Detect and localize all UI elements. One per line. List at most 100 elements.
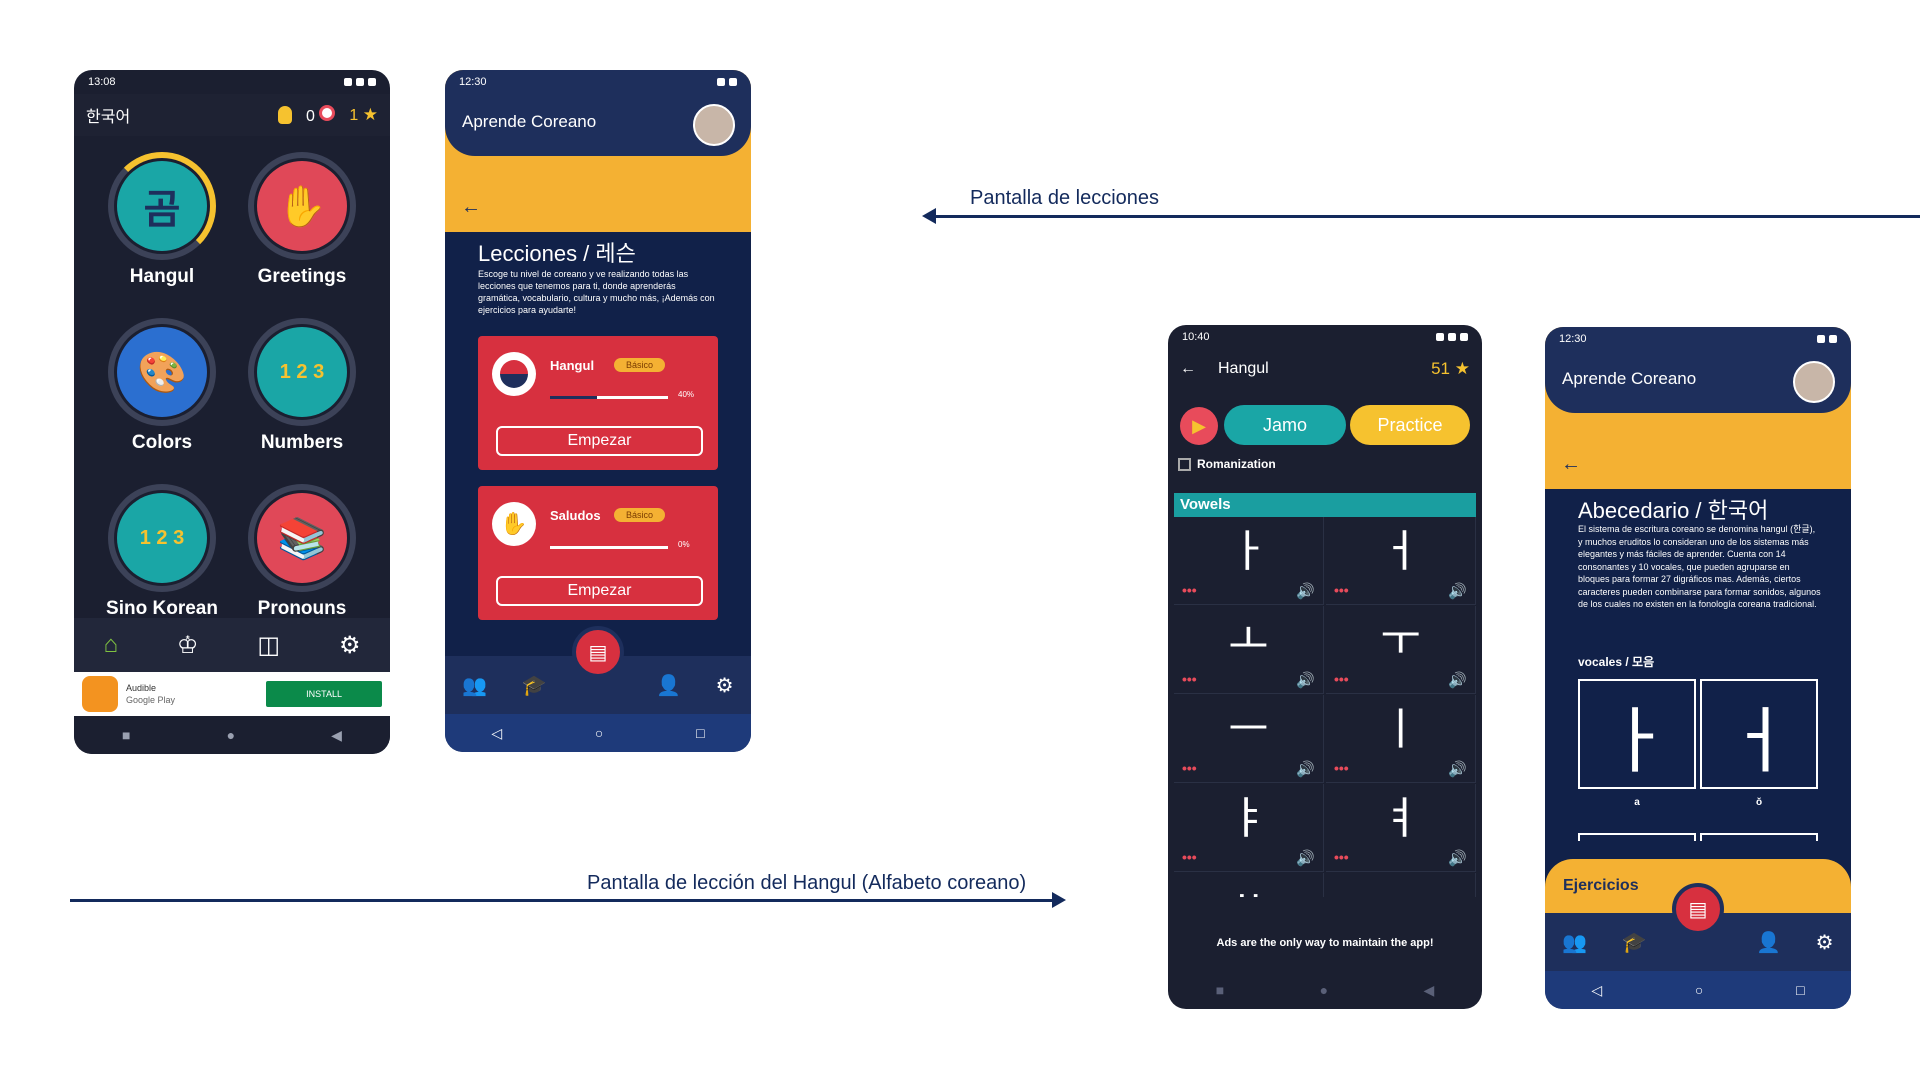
status-time: 12:30 xyxy=(459,76,487,88)
back-arrow-icon[interactable]: ← xyxy=(461,196,481,218)
speaker-icon[interactable]: 🔊 xyxy=(1448,850,1467,867)
checkbox[interactable] xyxy=(1178,457,1191,471)
lesson-name: Hangul xyxy=(550,358,595,373)
recents-icon[interactable]: □ xyxy=(1796,982,1805,998)
recents-icon[interactable]: ■ xyxy=(1215,982,1225,998)
more-icon[interactable]: ••• xyxy=(1334,582,1349,598)
start-button[interactable]: Empezar xyxy=(496,426,703,456)
profile-icon[interactable]: 👤 xyxy=(656,674,682,697)
vowel-cell[interactable]: ㅑ•••🔊 xyxy=(1174,784,1324,872)
level-badge: Básico xyxy=(614,508,666,522)
recents-icon[interactable]: ■ xyxy=(122,727,131,743)
more-icon[interactable]: ••• xyxy=(1334,849,1349,865)
vowel-cell[interactable]: ㅡ•••🔊 xyxy=(1174,695,1324,783)
romanization-toggle[interactable]: Romanization xyxy=(1178,457,1276,471)
category-label: Sino Korean xyxy=(106,598,218,618)
speaker-icon[interactable]: 🔊 xyxy=(1296,761,1315,778)
category-greetings[interactable]: ✋ Greetings xyxy=(232,152,372,288)
hangul-icon: 곰 xyxy=(117,161,207,251)
vowel-cell[interactable]: ㅗ ••• 🔊 xyxy=(1174,606,1324,694)
vowel-card-eo[interactable]: ㅓ xyxy=(1700,679,1818,789)
community-icon[interactable]: 👥 xyxy=(462,674,488,697)
install-button[interactable]: INSTALL xyxy=(266,681,382,707)
lightbulb-icon[interactable] xyxy=(278,106,293,124)
avatar[interactable] xyxy=(1793,361,1835,403)
category-colors[interactable]: 🎨 Colors xyxy=(92,318,232,454)
speaker-icon[interactable]: 🔊 xyxy=(1448,583,1467,600)
ad-banner[interactable]: Audible Google Play INSTALL xyxy=(74,672,390,716)
more-icon[interactable]: ••• xyxy=(1182,849,1197,865)
arrow-lessons xyxy=(930,215,1920,218)
more-icon[interactable]: ••• xyxy=(1334,760,1349,776)
home-circle-icon[interactable]: ○ xyxy=(1694,982,1704,998)
ad-brand: Audible xyxy=(126,683,157,693)
home-icon[interactable]: ⌂ xyxy=(103,631,118,658)
category-sino-korean[interactable]: 1 2 3 Sino Korean xyxy=(92,484,232,618)
trophy-icon[interactable]: ♔ xyxy=(176,631,199,659)
level-badge: Básico xyxy=(614,358,666,372)
graduation-cap-icon[interactable]: 🎓 xyxy=(1621,931,1647,954)
vowel-cell[interactable]: ㅕ•••🔊 xyxy=(1326,784,1476,872)
back-triangle-icon[interactable]: ◀ xyxy=(1423,981,1435,998)
home-circle-icon[interactable]: ● xyxy=(1319,982,1329,998)
speaker-icon[interactable]: 🔊 xyxy=(1296,583,1315,600)
back-triangle-icon[interactable]: ◀ xyxy=(331,726,342,743)
vowel-cell[interactable]: ㅓ•••🔊 xyxy=(1326,517,1476,605)
back-triangle-icon[interactable]: ◁ xyxy=(491,724,503,741)
lesson-card-saludos[interactable]: ✋ Saludos Básico 0% Empezar xyxy=(478,486,718,620)
lesson-card-hangul[interactable]: Hangul Básico 40% Empezar xyxy=(478,336,718,470)
more-icon[interactable]: ••• xyxy=(1334,671,1349,687)
category-hangul[interactable]: 곰 Hangul xyxy=(92,152,232,288)
more-icon[interactable]: ••• xyxy=(1182,760,1197,776)
section-header: Vowels xyxy=(1174,493,1476,517)
profile-icon[interactable]: 👤 xyxy=(1756,931,1782,954)
page-description: El sistema de escritura coreano se denom… xyxy=(1578,524,1821,609)
stars-count: 1 xyxy=(349,107,359,124)
graduation-cap-icon[interactable]: 🎓 xyxy=(521,674,547,697)
phone-alphabet-screen: 12:30 Aprende Coreano ← Abecedario / 한국어… xyxy=(1545,327,1851,1009)
back-arrow-icon[interactable]: ← xyxy=(1180,360,1196,377)
tab-jamo[interactable]: Jamo xyxy=(1224,405,1346,445)
home-circle-icon[interactable]: ○ xyxy=(594,725,604,741)
status-icons xyxy=(1817,335,1837,343)
category-numbers[interactable]: 1 2 3 Numbers xyxy=(232,318,372,454)
vowel-cell[interactable]: ㅣ•••🔊 xyxy=(1326,695,1476,783)
vowel-cell[interactable]: ㅏ•••🔊 xyxy=(1174,517,1324,605)
category-label: Greetings xyxy=(257,266,347,287)
category-label: Numbers xyxy=(260,432,344,453)
phone-hangul-lesson: 10:40 ← Hangul 51 ★ ▶ Jamo Practice Roma… xyxy=(1168,325,1482,1009)
community-icon[interactable]: 👥 xyxy=(1562,931,1588,954)
status-time: 10:40 xyxy=(1182,331,1210,343)
avatar[interactable] xyxy=(693,104,735,146)
books-icon: 📚 xyxy=(257,493,347,583)
play-icon[interactable]: ▶ xyxy=(1180,407,1218,445)
gear-icon[interactable]: ⚙ xyxy=(1815,931,1834,954)
vowel-romanization: ŏ xyxy=(1755,797,1763,808)
more-icon[interactable]: ••• xyxy=(1182,582,1197,598)
speaker-icon[interactable]: 🔊 xyxy=(1296,850,1315,867)
score-count: 51 xyxy=(1431,359,1451,378)
vowel-card-a[interactable]: ㅏ xyxy=(1578,679,1696,789)
home-circle-icon[interactable]: ● xyxy=(226,727,236,743)
speaker-icon[interactable]: 🔊 xyxy=(1448,672,1467,689)
speaker-icon[interactable]: 🔊 xyxy=(1296,672,1315,689)
vowel-cell[interactable]: ㅛ xyxy=(1174,873,1324,897)
category-pronouns[interactable]: 📚 Pronouns xyxy=(232,484,372,618)
gear-icon[interactable]: ⚙ xyxy=(715,674,734,697)
speaker-icon[interactable]: 🔊 xyxy=(1448,761,1467,778)
shopping-bag-icon[interactable]: ◫ xyxy=(257,631,281,659)
lessons-book-icon[interactable]: ▤ xyxy=(1672,883,1724,935)
vowel-glyph: ㅗ xyxy=(1228,616,1269,665)
start-button[interactable]: Empezar xyxy=(496,576,703,606)
vowel-glyph: ㅛ xyxy=(1174,883,1323,897)
gear-icon[interactable]: ⚙ xyxy=(338,631,361,659)
vowel-glyph: ㅠ xyxy=(1326,883,1475,897)
vowel-cell[interactable]: ㅜ•••🔊 xyxy=(1326,606,1476,694)
lessons-book-icon[interactable]: ▤ xyxy=(572,626,624,678)
back-arrow-icon[interactable]: ← xyxy=(1561,453,1581,475)
recents-icon[interactable]: □ xyxy=(696,725,705,741)
tab-practice[interactable]: Practice xyxy=(1350,405,1470,445)
back-triangle-icon[interactable]: ◁ xyxy=(1591,981,1603,998)
vowel-cell[interactable]: ㅠ xyxy=(1326,873,1476,897)
more-icon[interactable]: ••• xyxy=(1182,671,1197,687)
